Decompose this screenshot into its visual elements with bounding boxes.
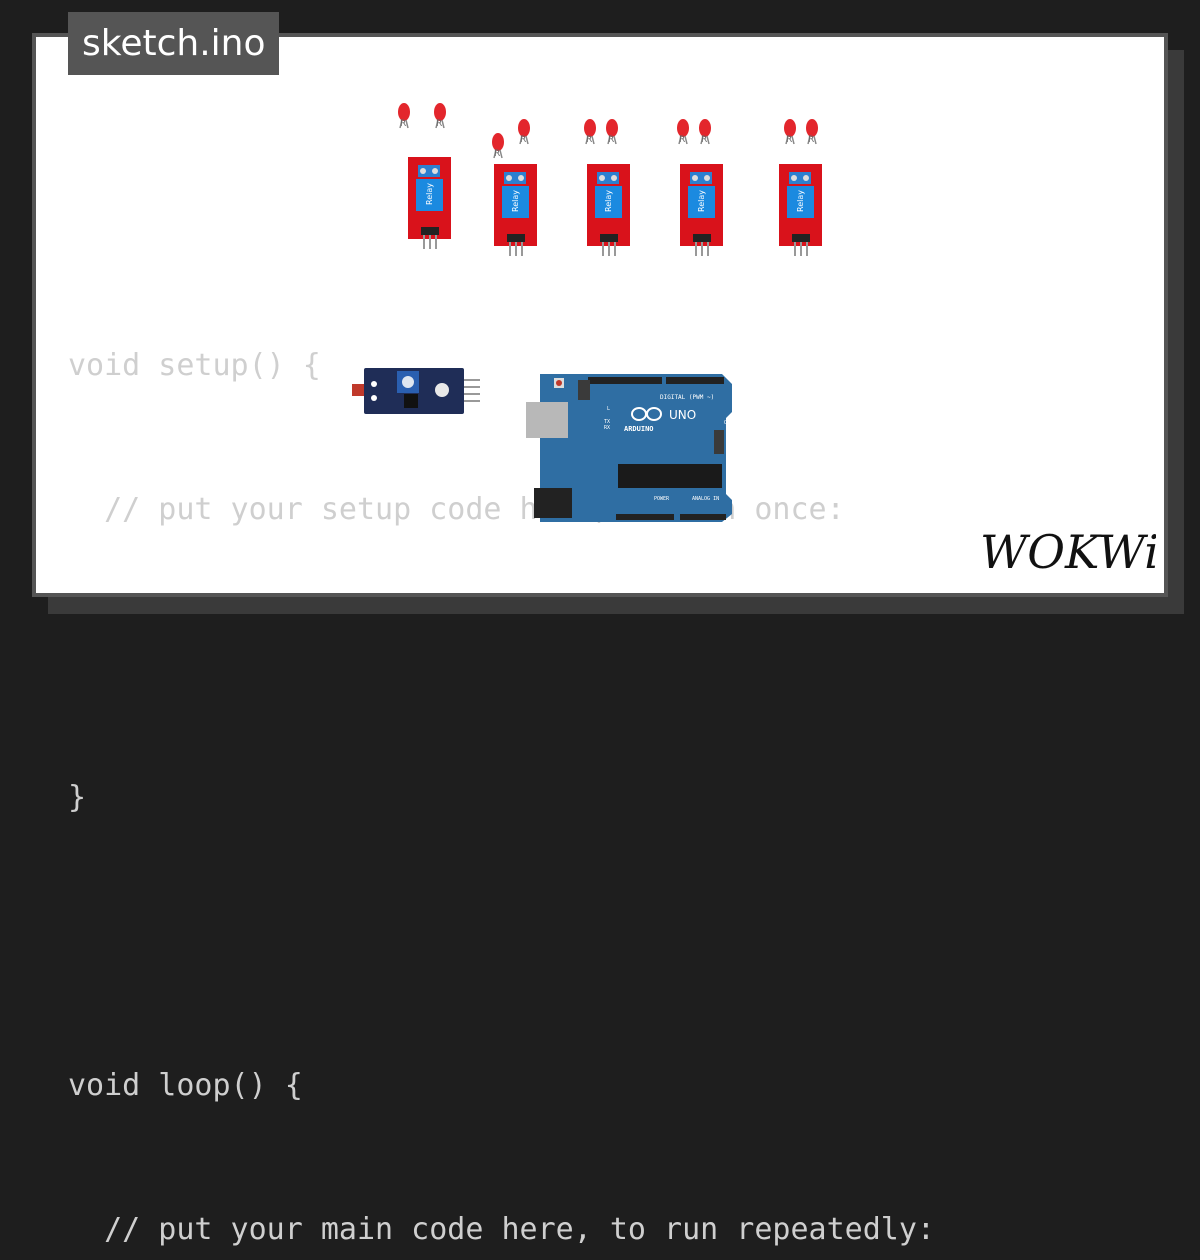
arduino-uno-board[interactable]: DIGITAL (PWM ~) UNO ARDUINO L TX RX ON P… <box>526 374 732 522</box>
relay-label: Relay <box>425 183 434 205</box>
relay-modules: Relay R R Relay R R Relay R R Relay R R Relay R R <box>398 103 822 256</box>
relay-label: Relay <box>796 190 805 212</box>
led-label: R <box>520 135 526 145</box>
code-line: } <box>68 780 87 815</box>
pin-header-icon <box>792 234 810 242</box>
light-sensor-module[interactable] <box>352 368 480 414</box>
led-label: R <box>436 119 442 129</box>
arduino-logo-icon <box>631 407 662 421</box>
relay-coil-icon <box>595 186 622 218</box>
led-label: R <box>586 135 592 145</box>
microcontroller-chip-icon <box>618 464 722 488</box>
led-icon[interactable]: R <box>398 103 410 129</box>
sensor-led-icon <box>435 383 449 397</box>
power-header <box>616 514 674 520</box>
code-line <box>68 918 935 966</box>
led-icon[interactable]: R <box>699 119 711 145</box>
relay-coil-icon <box>787 186 814 218</box>
analog-header <box>680 514 726 520</box>
led-label: R <box>701 135 707 145</box>
terminal-block-icon <box>789 172 811 184</box>
relay-module[interactable]: Relay <box>408 157 451 249</box>
led-icon[interactable]: R <box>492 133 504 159</box>
board-model: UNO <box>669 408 696 422</box>
relay-module[interactable]: Relay <box>680 164 723 256</box>
pin-header-icon <box>693 234 711 242</box>
led-icon[interactable]: R <box>677 119 689 145</box>
digital-label: DIGITAL (PWM ~) <box>660 394 714 401</box>
terminal-block-icon <box>597 172 619 184</box>
code-line <box>68 630 935 678</box>
circuit-diagram: Relay R R Relay R R Relay R R Relay R R Relay R R DIGI… <box>352 103 822 522</box>
power-label: POWER <box>654 496 670 502</box>
on-label: ON <box>724 420 730 426</box>
led-label-l: L <box>607 406 610 412</box>
file-tab[interactable]: sketch.ino <box>68 12 280 75</box>
digital-header <box>588 377 662 384</box>
led-label: R <box>786 135 792 145</box>
led-icon[interactable]: R <box>434 103 446 129</box>
relay-label: Relay <box>697 190 706 212</box>
led-icon[interactable]: R <box>518 119 530 145</box>
pin-header-icon <box>600 234 618 242</box>
code-line: void setup() { <box>68 348 321 383</box>
led-label: R <box>400 119 406 129</box>
relay-coil-icon <box>416 179 443 211</box>
code-line: void loop() { <box>68 1068 303 1103</box>
power-jack-icon <box>534 488 572 518</box>
led-icon[interactable]: R <box>584 119 596 145</box>
chip-icon <box>404 394 418 408</box>
led-label: R <box>679 135 685 145</box>
digital-header <box>666 377 724 384</box>
led-label: R <box>494 149 500 159</box>
pin-header-icon <box>421 227 439 235</box>
pin-header-icon <box>507 234 525 242</box>
led-icon[interactable]: R <box>806 119 818 145</box>
led-icon[interactable]: R <box>784 119 796 145</box>
relay-module[interactable]: Relay <box>494 164 537 256</box>
code-line: // put your main code here, to run repea… <box>68 1212 935 1247</box>
relay-module[interactable]: Relay <box>587 164 630 256</box>
relay-label: Relay <box>511 190 520 212</box>
terminal-block-icon <box>690 172 712 184</box>
terminal-block-icon <box>418 165 440 177</box>
wokwi-logo: WOKWi <box>980 526 1156 579</box>
led-label: R <box>808 135 814 145</box>
board-brand: ARDUINO <box>624 425 654 433</box>
logo-text: WOKWi <box>980 526 1156 579</box>
usb-port-icon <box>526 402 568 438</box>
led-label-rx: RX <box>604 425 610 431</box>
led-label: R <box>608 135 614 145</box>
terminal-block-icon <box>504 172 526 184</box>
analog-label: ANALOG IN <box>692 496 719 502</box>
relay-module[interactable]: Relay <box>779 164 822 256</box>
led-icon[interactable]: R <box>606 119 618 145</box>
led-label-tx: TX <box>604 419 610 425</box>
photoresistor-icon <box>352 384 364 396</box>
relay-coil-icon <box>688 186 715 218</box>
relay-label: Relay <box>604 190 613 212</box>
relay-coil-icon <box>502 186 529 218</box>
